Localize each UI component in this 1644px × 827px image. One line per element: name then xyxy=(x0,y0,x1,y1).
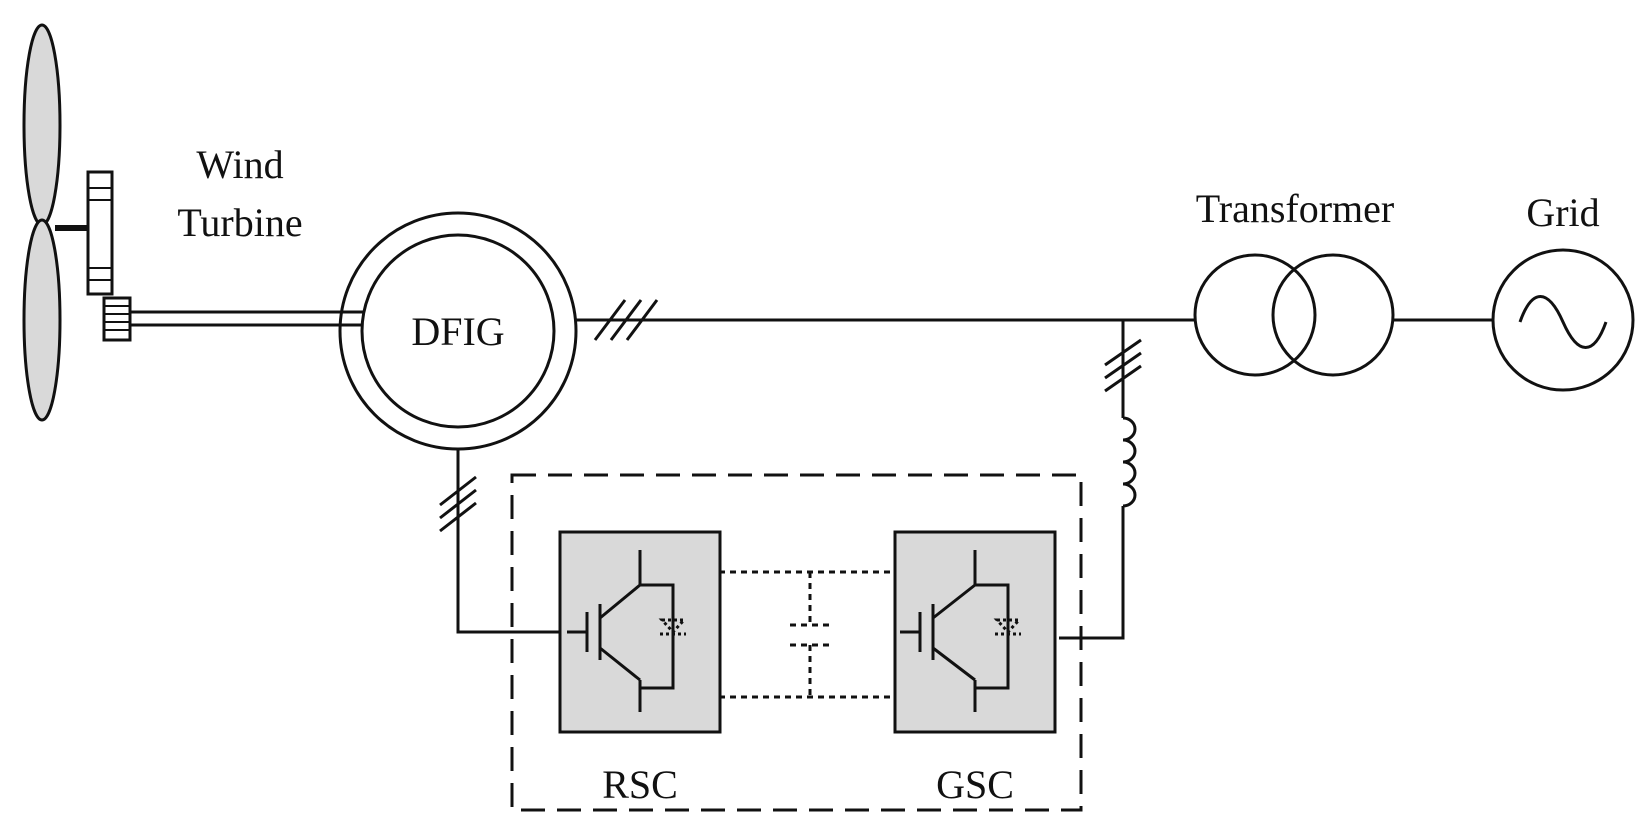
wind-turbine-label-line1: Wind xyxy=(196,142,283,187)
dfig-label: DFIG xyxy=(411,309,504,354)
gsc-grid-branch xyxy=(1059,320,1142,640)
choke-inductor-icon xyxy=(1122,416,1137,508)
wind-turbine xyxy=(22,23,363,422)
grid-label: Grid xyxy=(1526,190,1599,235)
igbt-icon xyxy=(567,550,688,712)
grid-circle xyxy=(1491,248,1635,392)
rsc-label: RSC xyxy=(602,762,678,807)
gsc-converter xyxy=(893,530,1057,734)
gsc-label: GSC xyxy=(936,762,1014,807)
transformer-primary-coil xyxy=(1193,253,1317,377)
turbine-hub xyxy=(86,170,114,296)
igbt-icon xyxy=(900,550,1023,712)
transformer-label: Transformer xyxy=(1196,186,1395,231)
turbine-blade-lower xyxy=(22,218,62,422)
converter-enclosure xyxy=(510,473,1083,812)
transformer-secondary-coil xyxy=(1271,253,1395,377)
dfig-rotor-ring xyxy=(360,233,556,429)
sine-wave-icon xyxy=(1518,295,1608,349)
stator-bus xyxy=(576,299,1195,341)
wind-turbine-label-line2: Turbine xyxy=(177,200,302,245)
rsc-converter xyxy=(558,530,722,734)
turbine-gearbox xyxy=(102,296,132,342)
rotor-branch xyxy=(439,449,560,634)
dc-link xyxy=(719,570,893,699)
turbine-blade-upper xyxy=(22,23,62,227)
grid-source xyxy=(1491,248,1635,392)
transformer-symbol xyxy=(1193,253,1395,377)
